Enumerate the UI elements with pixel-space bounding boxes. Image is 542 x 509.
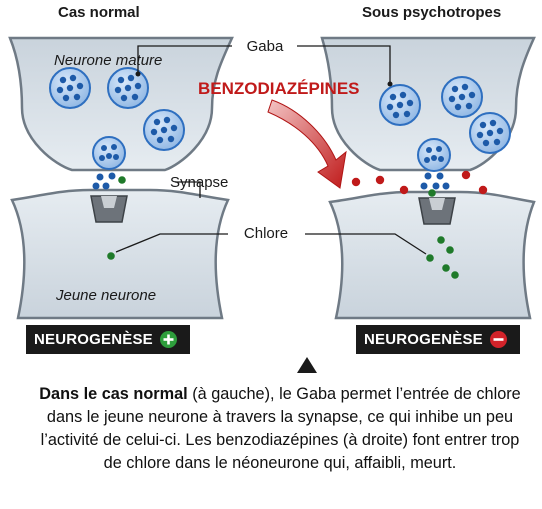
header-left: Cas normal	[58, 4, 140, 21]
right-chlore-dots	[426, 189, 459, 279]
badge-label: NEUROGENÈSE	[34, 331, 153, 348]
vesicle-fusing	[92, 136, 126, 170]
left-gaba-released	[92, 172, 116, 190]
label-benzo: BENZODIAZÉPINES	[198, 79, 360, 98]
left-chlore-dots	[107, 176, 126, 260]
label-gaba: Gaba	[247, 38, 284, 55]
vesicle	[107, 67, 149, 109]
vesicle	[441, 76, 483, 118]
vesicle	[469, 112, 511, 154]
left-young-neuron	[10, 188, 230, 320]
label-chlore: Chlore	[244, 225, 288, 242]
vesicle	[49, 67, 91, 109]
badge-neurogenese-plus: NEUROGENÈSE	[26, 325, 190, 354]
right-benzo-dots	[351, 170, 488, 195]
vesicle	[379, 84, 421, 126]
leader-lines	[115, 45, 427, 255]
badge-neurogenese-minus: NEUROGENÈSE	[356, 325, 520, 354]
caption-rest: (à gauche), le Gaba permet l’entrée de c…	[40, 385, 521, 472]
header-right: Sous psychotropes	[362, 4, 502, 21]
left-vesicles	[49, 67, 185, 170]
vesicle	[143, 109, 185, 151]
label-young-neuron: Jeune neurone	[55, 287, 156, 304]
left-receptor	[90, 195, 128, 223]
caption-bold: Dans le cas normal	[39, 385, 188, 403]
caption: Dans le cas normal (à gauche), le Gaba p…	[30, 383, 530, 475]
caption-pointer	[297, 357, 317, 373]
minus-circle-icon	[489, 331, 507, 348]
right-receptor	[418, 197, 456, 225]
right-vesicles	[379, 76, 511, 172]
label-mature-neuron: Neurone mature	[54, 52, 162, 69]
vesicle-fusing	[417, 138, 451, 172]
badge-label: NEUROGENÈSE	[364, 331, 483, 348]
benzo-arrow	[267, 99, 347, 189]
leader-dots	[135, 71, 393, 87]
plus-circle-icon	[159, 331, 177, 348]
label-synapse: Synapse	[170, 174, 228, 191]
right-gaba-released	[420, 172, 450, 190]
